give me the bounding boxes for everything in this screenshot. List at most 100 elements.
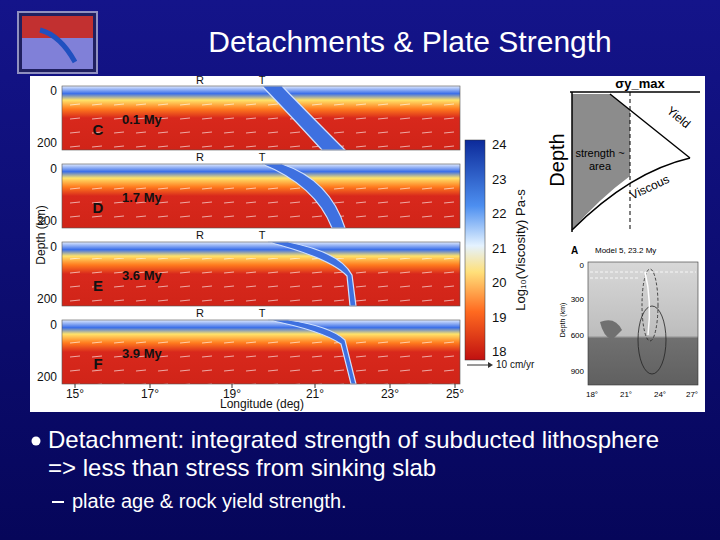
model-panel-part (262, 86, 345, 150)
sub-bullet-text: plate age & rock yield strength. (72, 490, 672, 513)
colorbar (465, 140, 485, 360)
model-panel-part (62, 86, 460, 150)
model-panel-part (62, 258, 460, 306)
slide-icon-part (40, 30, 75, 62)
trench-marker: T (259, 74, 266, 87)
model-panel: D 1.7 My (62, 164, 460, 228)
axis-tick-label: 300 (571, 295, 584, 304)
model-panel-part (262, 164, 345, 228)
axis-tick-label: 0 (580, 261, 584, 270)
bullet-marks-part (52, 501, 64, 503)
model-panel-part (62, 320, 460, 384)
model-panel (62, 320, 460, 384)
colorbar-tick: 24 (492, 138, 506, 153)
trench-marker: T (259, 307, 266, 320)
velocity-scale: 10 cm/yr (496, 359, 534, 371)
panel-letter: A (571, 245, 578, 257)
time-label: 0.1 My (122, 113, 162, 128)
slide-icon-part (22, 16, 93, 38)
inset-panel: A Model 5, 23.2 My (565, 244, 700, 389)
model-panel (62, 86, 460, 150)
colorbar-title: Log₁₀(Viscosity) Pa-s (514, 189, 529, 311)
axis-tick-label: 0 (50, 241, 57, 255)
model-panel-part (62, 242, 460, 306)
trench-marker: T (259, 151, 266, 164)
axis-title: Depth (km) (35, 205, 49, 264)
model-panel-part (62, 102, 460, 150)
velocity-scale-arrow-part (488, 362, 493, 368)
axis-tick-label: 15° (66, 388, 84, 402)
panel-letter: D (93, 199, 104, 216)
inset-model (588, 262, 698, 385)
panel-letter: F (93, 355, 102, 372)
model-panel-part (62, 320, 460, 384)
axis-tick-label: 27° (686, 390, 698, 399)
bullet-text: Detachment: integrated strength of subdu… (48, 426, 678, 481)
model-panel: C 0.1 My (62, 86, 460, 150)
inset-model-part (600, 320, 622, 340)
axis-tick-label: 23° (381, 388, 399, 402)
time-label: 3.6 My (122, 269, 162, 284)
time-label: 1.7 My (122, 191, 162, 206)
slide-icon-part (18, 12, 97, 73)
colorbar-tick: 22 (492, 207, 506, 222)
model-panel-part (268, 242, 356, 306)
axis-tick-label: 0 (50, 163, 57, 177)
axis-tick-label: 25° (446, 388, 464, 402)
area-note: strength ~ area (574, 147, 626, 172)
axis-tick-label: 200 (37, 371, 57, 385)
axis-tick-label: 24° (654, 390, 666, 399)
model-panel (62, 242, 460, 306)
inset-model-part (638, 306, 666, 374)
velocity-scale-arrow (467, 362, 493, 368)
trench-marker: T (259, 229, 266, 242)
colorbar-tick: 23 (492, 172, 506, 187)
model-panel: E3.6 My (62, 242, 460, 306)
colorbar-tick: 18 (492, 345, 506, 360)
model-panel (62, 164, 460, 228)
slide-title: Detachments & Plate Strength (208, 25, 612, 60)
ridge-marker: R (196, 307, 204, 320)
model-panel-part (62, 336, 460, 384)
model-panel-part (268, 320, 356, 384)
inset-model-part (642, 269, 658, 341)
strength-diagram-part (570, 91, 700, 93)
colorbar-tick: 21 (492, 241, 506, 256)
axis-tick-label: 0 (50, 85, 57, 99)
panel-letter: C (93, 121, 104, 138)
ridge-marker: R (196, 151, 204, 164)
model-panels (62, 86, 460, 388)
ridge-marker: R (196, 229, 204, 242)
axis-tick-label: 21° (620, 390, 632, 399)
slide-icon (18, 12, 97, 73)
colorbar-tick: 19 (492, 310, 506, 325)
time-label: 3.9 My (122, 347, 162, 362)
model-panel-part (62, 86, 460, 150)
axis-tick-label: 600 (571, 331, 584, 340)
colorbar-tick: 20 (492, 276, 506, 291)
model-panel-part (62, 164, 460, 228)
axis-tick-label: 18° (586, 390, 598, 399)
axis-tick-label: 17° (141, 388, 159, 402)
axis-tick-label: 0 (50, 319, 57, 333)
axis-tick-label: 900 (571, 367, 584, 376)
axis-title: Depth (km) (559, 303, 567, 338)
axis-tick-label: 200 (37, 293, 57, 307)
axis-title: Longitude (deg) (220, 398, 304, 412)
strength-diagram-part (571, 92, 573, 232)
axis-title: Depth (546, 133, 569, 186)
inset-model-part (590, 272, 696, 278)
strength-diagram-part (630, 92, 631, 232)
ridge-marker: R (196, 74, 204, 87)
strength-diagram (570, 92, 700, 232)
bullet-marks-part (32, 437, 41, 446)
inset-model-part (588, 262, 698, 385)
velocity-scale-arrow-part (467, 365, 488, 366)
inset-title: Model 5, 23.2 My (595, 246, 656, 255)
model-panel-part (62, 164, 460, 228)
axis-tick-label: 200 (37, 137, 57, 151)
model-panel-part (62, 180, 460, 228)
axis-tick-label: 21° (306, 388, 324, 402)
inset-model-part (645, 272, 649, 335)
model-panel: F 3.9 My (62, 320, 460, 384)
